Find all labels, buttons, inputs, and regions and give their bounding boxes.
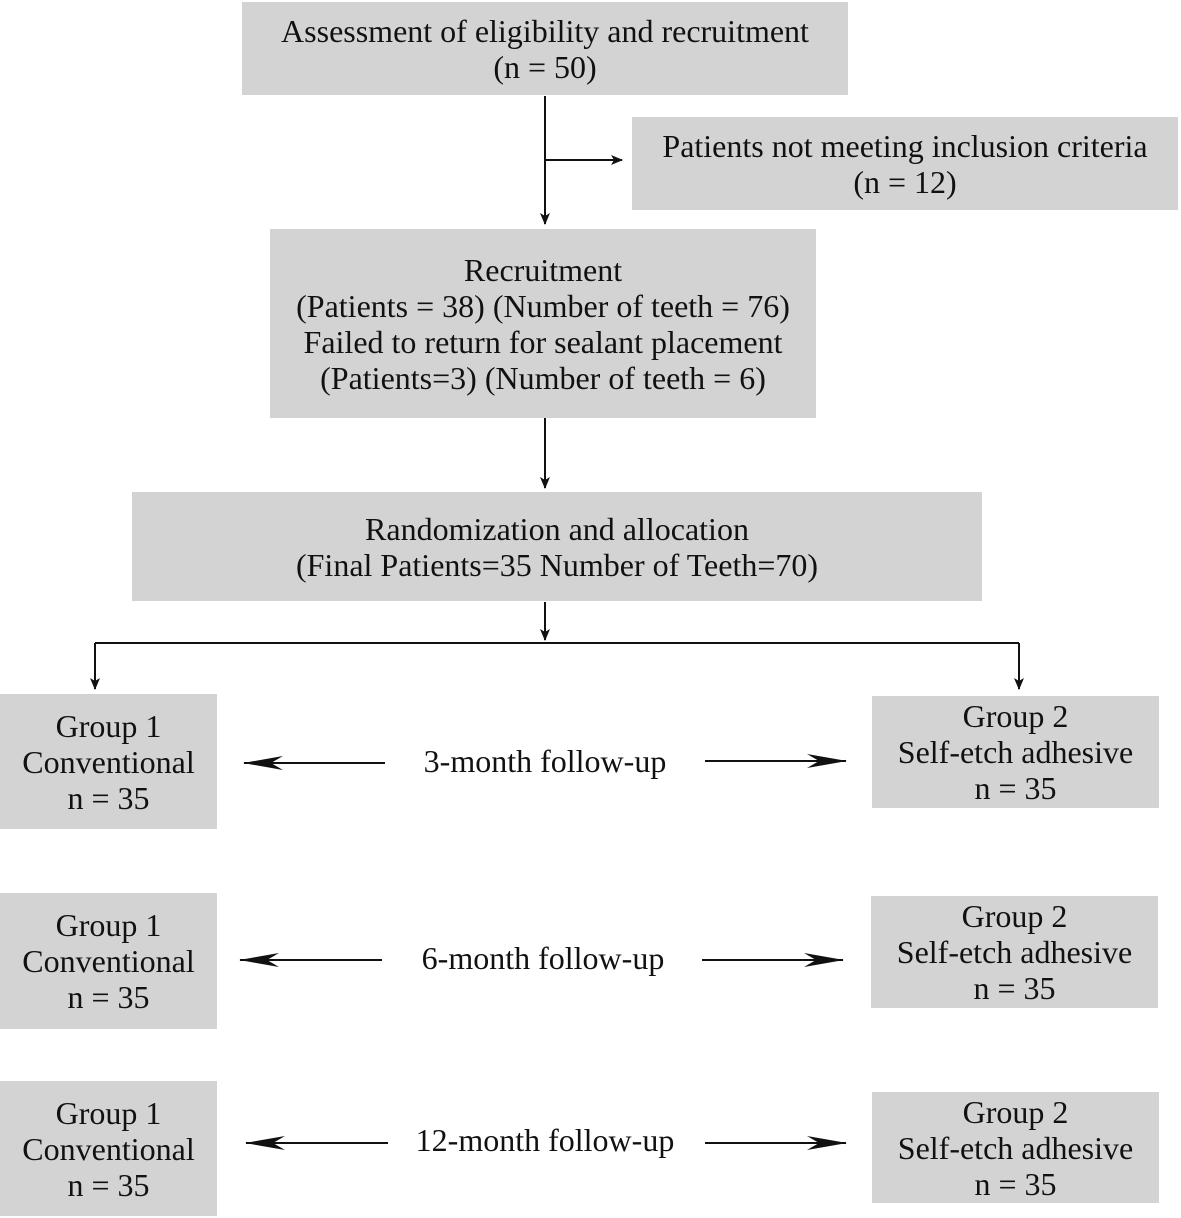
- randomization-box: Randomization and allocation (Final Pati…: [132, 492, 982, 601]
- followup-label-12month: 12-month follow-up: [415, 1122, 675, 1158]
- group2-name: Group 2: [962, 698, 1069, 734]
- group1-n: n = 35: [67, 779, 150, 816]
- randomization-title: Randomization and allocation: [365, 510, 749, 547]
- excluded-box: Patients not meeting inclusion criteria …: [632, 117, 1178, 210]
- group2-box-6month: Group 2 Self-etch adhesive n = 35: [871, 896, 1158, 1008]
- recruitment-failed-count: (Patients=3) (Number of teeth = 6): [320, 359, 766, 396]
- group2-type: Self-etch adhesive: [897, 1129, 1134, 1166]
- group2-box-3month: Group 2 Self-etch adhesive n = 35: [872, 696, 1159, 808]
- group1-n: n = 35: [67, 979, 150, 1015]
- followup-label-6month: 6-month follow-up: [421, 940, 665, 976]
- group2-box-12month: Group 2 Self-etch adhesive n = 35: [872, 1092, 1159, 1203]
- recruitment-box: Recruitment (Patients = 38) (Number of t…: [270, 229, 816, 418]
- group1-name: Group 1: [55, 707, 162, 744]
- group1-box-3month: Group 1 Conventional n = 35: [0, 694, 217, 829]
- randomization-count: (Final Patients=35 Number of Teeth=70): [295, 546, 819, 583]
- group1-box-6month: Group 1 Conventional n = 35: [0, 893, 217, 1029]
- group2-n: n = 35: [974, 1165, 1057, 1202]
- recruitment-failed: Failed to return for sealant placement: [303, 323, 783, 360]
- recruitment-title: Recruitment: [463, 251, 623, 288]
- assessment-box: Assessment of eligibility and recruitmen…: [242, 2, 848, 95]
- excluded-title: Patients not meeting inclusion criteria: [662, 127, 1148, 164]
- group2-type: Self-etch adhesive: [897, 734, 1134, 770]
- group1-box-12month: Group 1 Conventional n = 35: [0, 1081, 217, 1216]
- group2-name: Group 2: [962, 1093, 1069, 1130]
- assessment-count: (n = 50): [493, 48, 597, 85]
- followup-label-3month: 3-month follow-up: [423, 743, 667, 779]
- group2-n: n = 35: [973, 970, 1056, 1006]
- excluded-count: (n = 12): [853, 163, 957, 200]
- group1-n: n = 35: [67, 1166, 150, 1203]
- group1-name: Group 1: [55, 1094, 162, 1131]
- group1-type: Conventional: [22, 943, 195, 979]
- group1-name: Group 1: [55, 907, 162, 943]
- group2-n: n = 35: [974, 770, 1057, 806]
- group2-name: Group 2: [961, 898, 1068, 934]
- assessment-title: Assessment of eligibility and recruitmen…: [281, 12, 809, 49]
- group1-type: Conventional: [22, 743, 195, 780]
- recruitment-patients: (Patients = 38) (Number of teeth = 76): [296, 287, 790, 324]
- group2-type: Self-etch adhesive: [896, 934, 1133, 970]
- group1-type: Conventional: [22, 1130, 195, 1167]
